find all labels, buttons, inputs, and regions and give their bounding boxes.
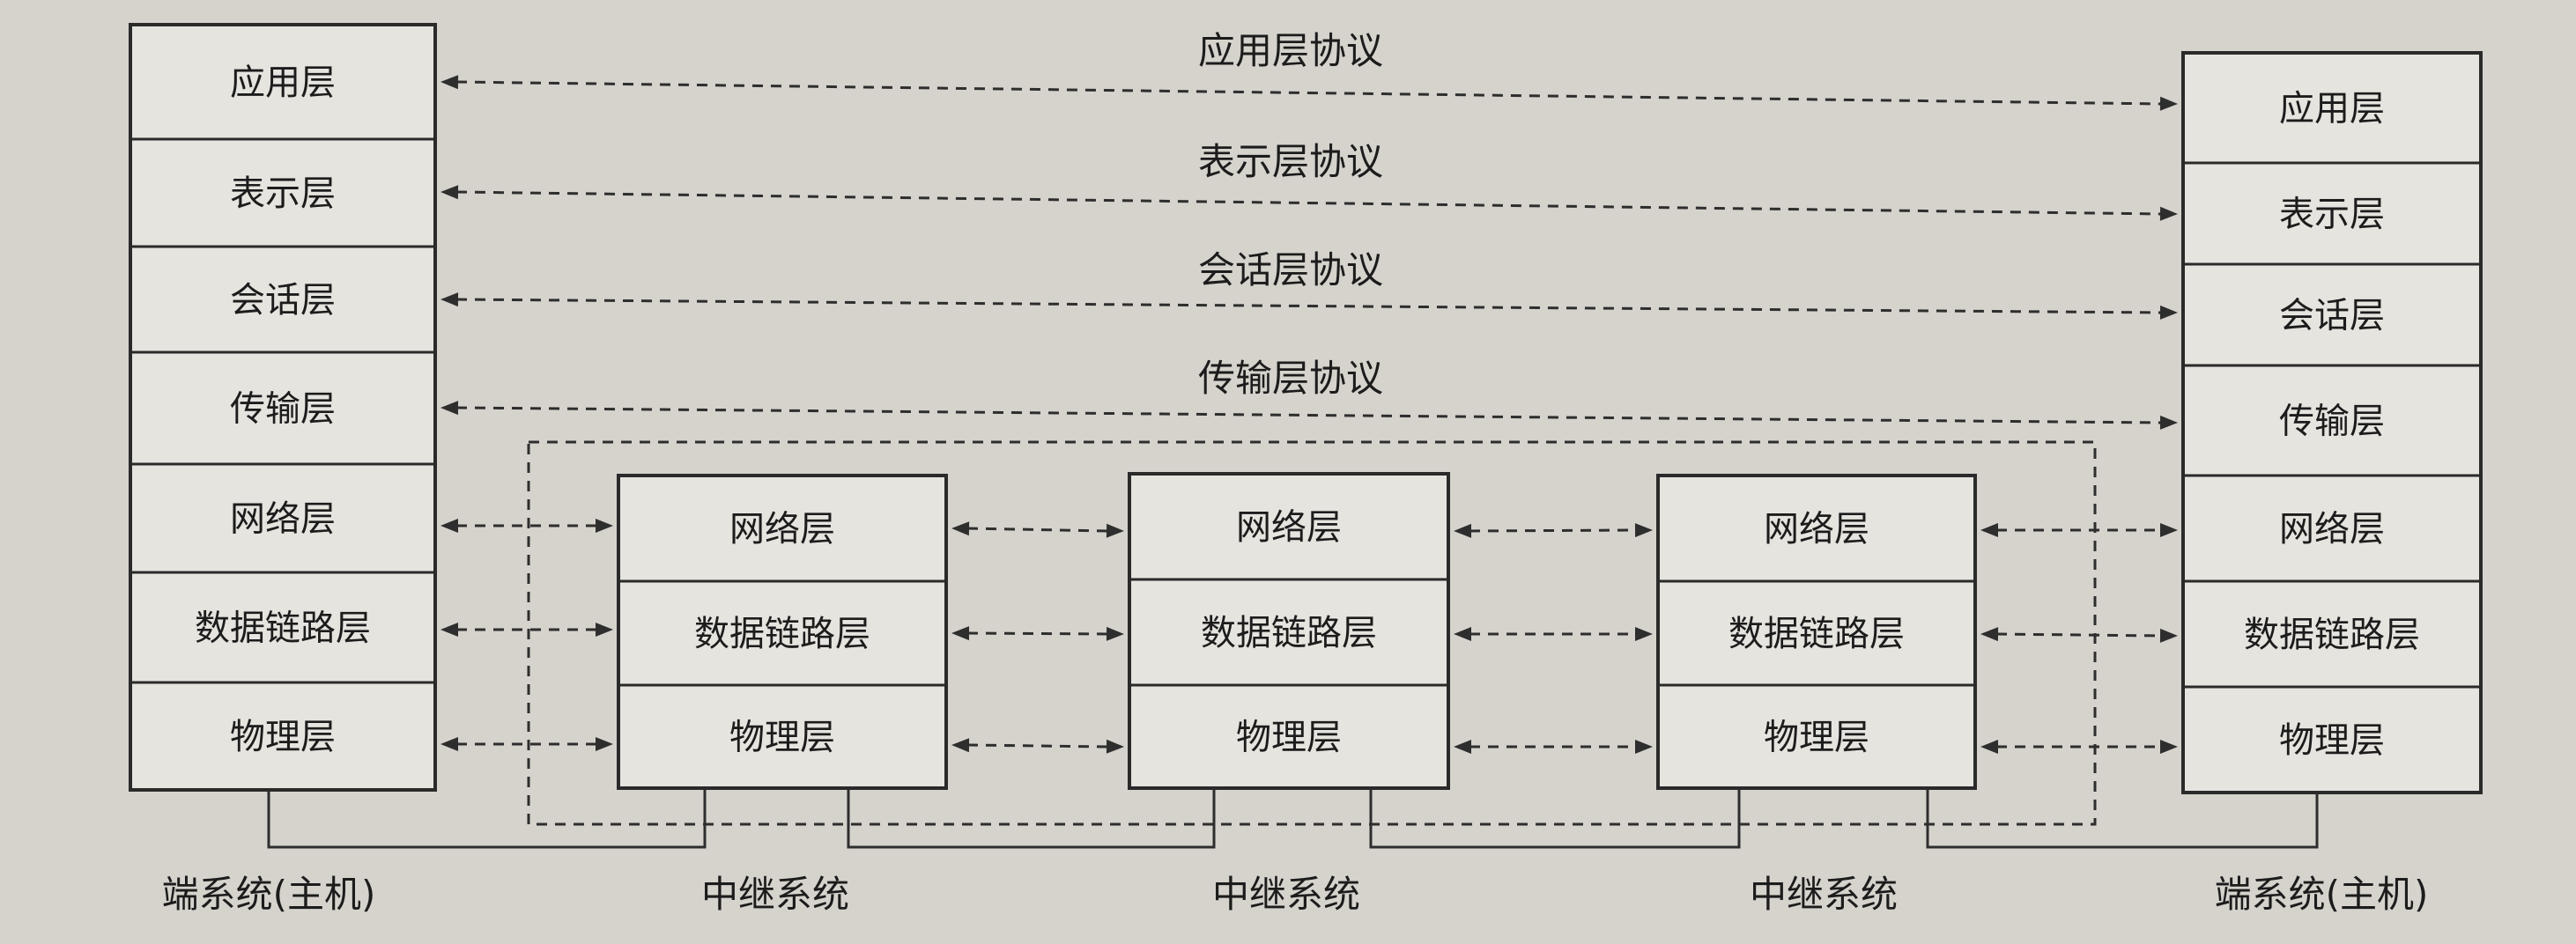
arrowhead	[2160, 523, 2178, 537]
arrowhead	[2159, 415, 2178, 430]
layer-physical-left-host: 物理层	[230, 717, 336, 757]
protocol-label-session: 会话层协议	[1198, 248, 1383, 291]
arrow-application-peer	[455, 80, 2163, 106]
layer-application-right-host: 应用层	[2279, 89, 2385, 129]
layer-application-left-host: 应用层	[230, 63, 336, 103]
caption-left-host: 端系统(主机)	[162, 873, 376, 916]
layer-physical-right-host: 物理层	[2279, 720, 2385, 761]
relay-enclosure	[527, 440, 2097, 826]
arrowhead	[1635, 740, 1653, 754]
physical-link-1	[267, 790, 707, 849]
arrowhead	[2159, 305, 2178, 320]
caption-relay-1: 中继系统	[701, 873, 849, 916]
arrowhead	[951, 738, 970, 753]
arrowhead	[596, 623, 613, 637]
layer-network-left-host: 网络层	[230, 499, 336, 540]
physical-link-4	[1926, 788, 2319, 849]
protocol-label-transport: 传输层协议	[1198, 357, 1383, 400]
arrowhead	[2159, 628, 2178, 643]
arrow-data-link-hop-2	[966, 631, 1109, 636]
arrowhead	[440, 185, 459, 200]
arrow-network-hop-2	[966, 527, 1109, 533]
arrowhead	[440, 519, 458, 533]
arrowhead	[440, 75, 459, 90]
layer-presentation-left-host: 表示层	[230, 173, 336, 214]
layer-data-link-relay-3: 数据链路层	[1728, 614, 1905, 654]
arrowhead	[1454, 740, 1471, 754]
physical-link-3	[1369, 788, 1741, 849]
stack-frame-left-host	[129, 23, 437, 792]
arrowhead	[2159, 206, 2178, 221]
layer-data-link-left-host: 数据链路层	[195, 608, 371, 649]
stack-frame-relay-2	[1128, 472, 1450, 790]
layer-transport-right-host: 传输层	[2279, 402, 2385, 442]
layer-transport-left-host: 传输层	[230, 389, 336, 430]
arrowhead	[1454, 627, 1471, 641]
layer-physical-relay-1: 物理层	[729, 718, 835, 758]
layer-network-right-host: 网络层	[2279, 509, 2385, 549]
arrowhead	[596, 737, 613, 751]
arrow-physical-hop-2	[966, 743, 1109, 749]
layer-network-relay-3: 网络层	[1764, 509, 1869, 549]
arrowhead	[440, 401, 459, 416]
arrowhead	[1980, 740, 1998, 754]
stack-frame-relay-3	[1656, 474, 1977, 790]
arrow-transport-peer	[455, 406, 2163, 424]
layer-network-relay-2: 网络层	[1236, 507, 1342, 548]
layer-session-left-host: 会话层	[230, 280, 336, 321]
labels: 应用层协议 表示层协议 会话层协议 传输层协议 端系统(主机) 中继系统 中继系…	[162, 29, 2429, 916]
arrowhead	[440, 737, 458, 751]
protocol-label-application: 应用层协议	[1198, 29, 1383, 72]
protocol-label-presentation: 表示层协议	[1198, 140, 1383, 183]
arrowhead	[1106, 739, 1124, 754]
layer-data-link-relay-2: 数据链路层	[1201, 613, 1377, 653]
arrowhead	[1980, 627, 1999, 642]
arrowhead	[1454, 523, 1472, 538]
arrowhead	[1106, 626, 1124, 641]
layer-data-link-right-host: 数据链路层	[2244, 615, 2420, 655]
layer-presentation-right-host: 表示层	[2279, 195, 2385, 235]
arrowhead	[440, 292, 459, 307]
layer-stacks	[129, 23, 2483, 794]
arrow-session-peer	[455, 298, 2163, 314]
stack-frame-relay-1	[617, 474, 948, 790]
arrowhead	[1634, 523, 1653, 538]
layer-physical-relay-3: 物理层	[1764, 718, 1869, 758]
physical-link-2	[847, 788, 1216, 849]
caption-relay-3: 中继系统	[1750, 873, 1898, 916]
layer-session-right-host: 会话层	[2279, 296, 2385, 336]
arrowhead	[440, 623, 458, 637]
arrowhead	[596, 519, 613, 533]
arrow-data-link-hop-4	[1995, 632, 2163, 638]
arrowhead	[2160, 740, 2178, 754]
arrowhead	[1635, 627, 1653, 641]
caption-relay-2: 中继系统	[1212, 873, 1360, 916]
caption-right-host: 端系统(主机)	[2215, 873, 2429, 916]
arrowhead	[951, 521, 970, 536]
layer-network-relay-1: 网络层	[729, 509, 835, 549]
layer-physical-relay-2: 物理层	[1236, 718, 1342, 758]
layer-data-link-relay-1: 数据链路层	[694, 614, 870, 654]
stack-frame-right-host	[2181, 51, 2483, 794]
arrowhead	[1106, 523, 1124, 538]
connection-lines	[267, 75, 2319, 849]
arrowhead	[1980, 523, 1998, 537]
arrow-network-hop-3	[1469, 528, 1638, 533]
arrowhead	[951, 626, 970, 641]
arrowhead	[2159, 96, 2178, 111]
arrow-presentation-peer	[455, 190, 2163, 216]
